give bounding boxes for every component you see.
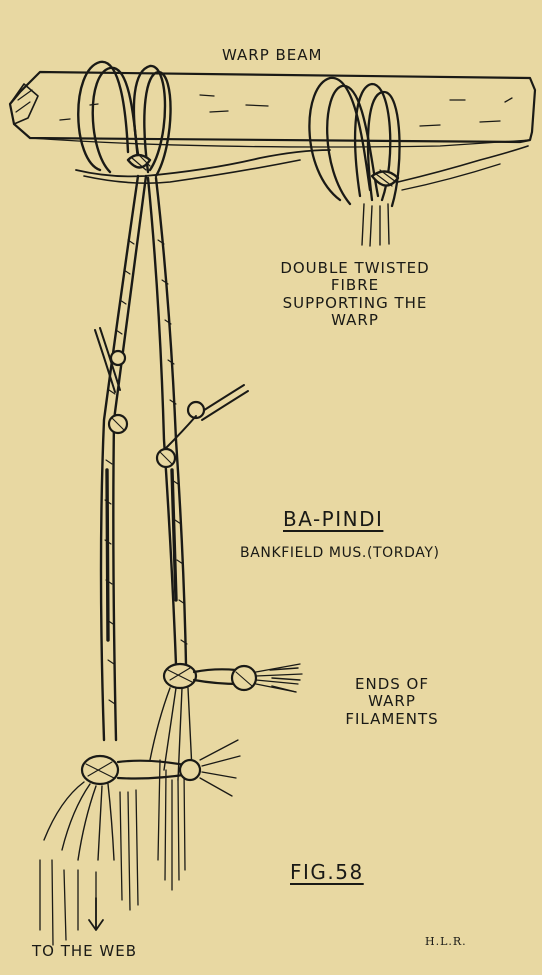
museum-source-label: BANKFIELD MUS.(TORDAY) [240,545,440,561]
to-the-web-label: TO THE WEB [32,943,137,960]
ends-line-1: ENDS OF [312,676,472,693]
double-twisted-line-3: SUPPORTING THE [250,295,460,312]
warp-beam [10,72,535,147]
ba-pindi-title: BA-PINDI [283,508,383,531]
figure-number: FIG.58 [290,861,364,884]
double-twisted-line-4: WARP [250,312,460,329]
ends-of-warp-filaments-label: ENDS OF WARP FILAMENTS [312,676,472,728]
down-arrow [89,898,103,930]
artist-initials: H.L.R. [425,936,467,949]
double-twisted-line-1: DOUBLE TWISTED [250,260,460,277]
lower-knot [40,740,240,945]
double-twisted-fibre-label: DOUBLE TWISTED FIBRE SUPPORTING THE WARP [250,260,460,329]
ends-line-2: WARP [312,693,472,710]
warp-beam-label: WARP BEAM [222,47,322,64]
filament-strokes [270,668,300,692]
double-twisted-line-2: FIBRE [250,277,460,294]
ends-line-3: FILAMENTS [312,711,472,728]
